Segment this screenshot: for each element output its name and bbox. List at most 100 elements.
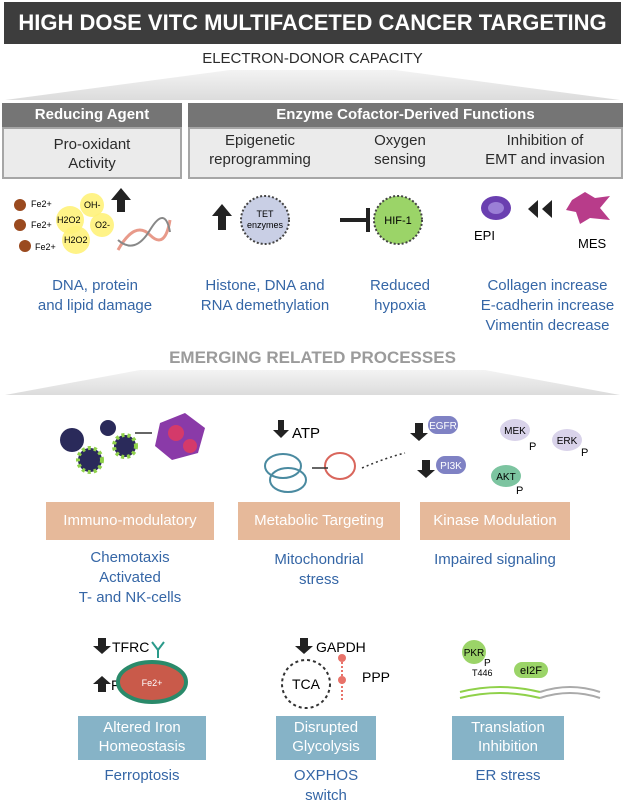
oxygen-line2: sensing [374, 151, 426, 168]
dna-damage-outcome: DNA, protein and lipid damage [10, 276, 180, 316]
row2-illustrations: TFRC FT Fe2+ GAPDH TCA PPP PKR P T446 eI… [93, 638, 601, 709]
emt-outcome: Collagen increase E-cadherin increase Vi… [470, 276, 625, 336]
epigenetic-line2: reprogramming [209, 151, 311, 168]
svg-text:PPP: PPP [362, 669, 390, 685]
hif-illustration: HIF-1 [340, 195, 423, 245]
enzyme-cofactor-header: Enzyme Cofactor-Derived Functions [188, 103, 623, 127]
svg-text:H2O2: H2O2 [57, 215, 81, 225]
svg-text:P: P [516, 485, 523, 497]
row1-illustrations: ATP EGFR MEK P ERK P PI3K AKT P [60, 413, 588, 497]
svg-text:EGFR: EGFR [429, 421, 457, 432]
outcome-line: and lipid damage [37, 297, 153, 314]
svg-text:Fe2+: Fe2+ [31, 199, 52, 209]
svg-text:O2-: O2- [95, 220, 110, 230]
emt-illustration: EPI MES [474, 192, 610, 251]
svg-text:P: P [581, 447, 588, 459]
outcome-line: stress [298, 571, 339, 588]
top-illustrations: Fe2+ Fe2+ Fe2+ H2O2 H2O2 OH- O2- TET enz… [14, 188, 610, 254]
box-line: Glycolysis [292, 738, 360, 755]
down-arrow-icon [295, 638, 313, 654]
svg-text:AKT: AKT [496, 472, 515, 483]
oxygen-sensing-label: Oxygen sensing [350, 131, 450, 169]
immuno-modulatory-box: Immuno-modulatory [46, 502, 214, 540]
svg-text:MES: MES [578, 236, 607, 251]
kinase-illustration: EGFR MEK P ERK P PI3K AKT P [410, 416, 588, 497]
pro-oxidant-line2: Activity [68, 155, 116, 172]
fan-emerging [5, 370, 620, 395]
outcome-line: Histone, DNA and [205, 277, 325, 294]
epigenetic-line1: Epigenetic [224, 132, 296, 149]
svg-text:TCA: TCA [292, 676, 321, 692]
svg-text:eI2F: eI2F [520, 665, 542, 677]
up-arrow-icon [111, 188, 131, 212]
page-title: HIGH DOSE VITC MULTIFACETED CANCER TARGE… [4, 2, 621, 44]
svg-text:P: P [484, 658, 491, 669]
emt-line1: Inhibition of [506, 132, 584, 149]
svg-text:T446: T446 [472, 668, 493, 678]
svg-text:ATP: ATP [292, 425, 320, 442]
demethylation-outcome: Histone, DNA and RNA demethylation [185, 276, 345, 316]
svg-text:P: P [529, 441, 536, 453]
outcome-line: Activated [99, 569, 161, 586]
kinase-modulation-box: Kinase Modulation [420, 502, 570, 540]
iron-illustration: TFRC FT Fe2+ [93, 638, 188, 704]
svg-text:Fe2+: Fe2+ [31, 220, 52, 230]
epigenetic-label: Epigenetic reprogramming [190, 131, 330, 169]
svg-text:TET: TET [257, 209, 275, 219]
down-arrow-icon [417, 460, 435, 478]
kinase-outcome: Impaired signaling [434, 551, 556, 568]
translation-illustration: PKR P T446 eI2F [459, 640, 601, 699]
oxygen-line1: Oxygen [374, 132, 426, 149]
outcome-line: OXPHOS [293, 767, 359, 784]
immuno-outcome: Chemotaxis Activated T- and NK-cells [46, 548, 214, 608]
outcome-line: Reduced [369, 277, 431, 294]
down-arrow-icon [410, 423, 428, 441]
emerging-title: EMERGING RELATED PROCESSES [169, 348, 456, 367]
glycolysis-box: Disrupted Glycolysis [276, 716, 376, 760]
glyco-outcome: OXPHOS switch [276, 766, 376, 806]
tet-illustration: TET enzymes [212, 195, 290, 245]
box-line: Inhibition [477, 738, 539, 755]
outcome-line: DNA, protein [52, 277, 138, 294]
up-arrow-icon [93, 676, 111, 692]
svg-text:Fe2+: Fe2+ [35, 242, 56, 252]
outcome-line: switch [305, 787, 347, 804]
outcome-line: hypoxia [374, 297, 426, 314]
box-line: Disrupted [293, 719, 359, 736]
outcome-line: Chemotaxis [90, 549, 170, 566]
svg-text:enzymes: enzymes [247, 220, 284, 230]
metabolic-targeting-box: Metabolic Targeting [238, 502, 400, 540]
iron-outcome: Ferroptosis [104, 767, 180, 784]
svg-text:PKR: PKR [464, 648, 485, 659]
outcome-line: Mitochondrial [274, 551, 364, 568]
box-line: Altered Iron [103, 719, 181, 736]
svg-text:OH-: OH- [84, 200, 101, 210]
glycolysis-illustration: GAPDH TCA PPP [281, 638, 390, 709]
svg-text:EPI: EPI [474, 228, 495, 243]
outcome-line: T- and NK-cells [78, 589, 182, 606]
box-line: Translation [471, 719, 545, 736]
outcome-line: E-cadherin increase [480, 297, 615, 314]
svg-text:MEK: MEK [504, 426, 526, 437]
translation-outcome: ER stress [475, 767, 541, 784]
enzyme-cofactor-box [188, 127, 623, 179]
outcome-line: Collagen increase [487, 277, 608, 294]
pro-oxidant-box: Pro-oxidant Activity [2, 127, 182, 179]
metabolic-outcome: Mitochondrial stress [238, 550, 400, 590]
svg-text:PI3K: PI3K [440, 461, 462, 472]
svg-text:Fe2+: Fe2+ [142, 678, 163, 688]
outcome-line: Vimentin decrease [485, 317, 610, 334]
reducing-agent-header: Reducing Agent [2, 103, 182, 127]
svg-text:HIF-1: HIF-1 [384, 215, 412, 227]
down-arrow-icon [93, 638, 111, 654]
svg-text:TFRC: TFRC [112, 639, 149, 655]
ros-illustration: Fe2+ Fe2+ Fe2+ H2O2 H2O2 OH- O2- [14, 188, 172, 254]
translation-box: Translation Inhibition [452, 716, 564, 760]
hypoxia-outcome: Reduced hypoxia [355, 276, 445, 316]
fan-top [5, 70, 620, 100]
svg-text:GAPDH: GAPDH [316, 639, 366, 655]
svg-text:ERK: ERK [557, 436, 578, 447]
emt-line2: EMT and invasion [485, 151, 605, 168]
arrow-left-icon [528, 200, 538, 218]
